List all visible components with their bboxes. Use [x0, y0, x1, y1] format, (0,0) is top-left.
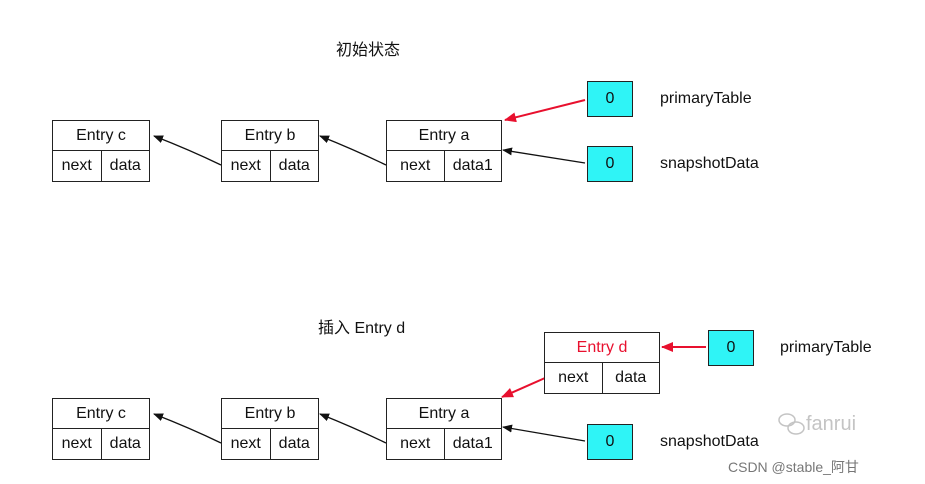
entry-next-field: next: [222, 151, 271, 181]
fanrui-watermark: fanrui: [806, 413, 857, 435]
primary-table-pointer-insert: 0: [708, 330, 754, 366]
entry-c: Entry c next data: [52, 120, 150, 182]
entry-b-insert: Entry b next data: [221, 398, 319, 460]
entry-title: Entry d: [545, 333, 659, 363]
primary-table-pointer: 0: [587, 81, 633, 117]
entry-next-field: next: [387, 151, 445, 181]
snapshot-data-pointer: 0: [587, 146, 633, 182]
entry-title: Entry a: [387, 399, 501, 429]
heading-insert-entry-d: 插入 Entry d: [318, 320, 406, 337]
snapshot-data-label: snapshotData: [660, 155, 759, 172]
heading-initial-state: 初始状态: [336, 42, 401, 59]
arrow-snapshotdata-to-a: [502, 147, 586, 164]
primary-table-label: primaryTable: [660, 90, 752, 107]
entry-next-field: next: [53, 429, 102, 459]
arrow-b-to-c-insert: [153, 413, 222, 444]
entry-title: Entry c: [53, 399, 149, 429]
entry-title: Entry c: [53, 121, 149, 151]
arrow-primarytable-to-a: [504, 99, 586, 123]
entry-a: Entry a next data1: [386, 120, 502, 182]
entry-b: Entry b next data: [221, 120, 319, 182]
entry-data-field: data: [278, 157, 310, 174]
entry-title: Entry b: [222, 399, 318, 429]
entry-a-insert: Entry a next data1: [386, 398, 502, 460]
entry-data-field: data: [278, 435, 310, 452]
arrow-d-to-a: [501, 377, 546, 398]
arrow-snapshotdata-to-a-insert: [502, 424, 586, 442]
arrow-a-to-b: [319, 135, 387, 166]
arrow-b-to-c: [153, 135, 222, 166]
entry-next-field: next: [387, 429, 445, 459]
entry-c-insert: Entry c next data: [52, 398, 150, 460]
entry-data-field: data: [615, 369, 647, 386]
entry-title: Entry a: [387, 121, 501, 151]
csdn-watermark: CSDN @stable_阿甘: [728, 459, 859, 475]
entry-d: Entry d next data: [544, 332, 660, 394]
entry-title: Entry b: [222, 121, 318, 151]
arrow-a-to-b-insert: [319, 413, 387, 444]
wechat-icon: [778, 413, 805, 435]
snapshot-data-pointer-insert: 0: [587, 424, 633, 460]
entry-data-field: data1: [452, 435, 493, 452]
snapshot-data-label-insert: snapshotData: [660, 433, 759, 450]
primary-table-label-insert: primaryTable: [780, 339, 872, 356]
entry-data-field: data: [109, 157, 141, 174]
entry-next-field: next: [545, 363, 603, 393]
entry-data-field: data: [109, 435, 141, 452]
entry-next-field: next: [53, 151, 102, 181]
entry-next-field: next: [222, 429, 271, 459]
entry-data-field: data1: [452, 157, 493, 174]
